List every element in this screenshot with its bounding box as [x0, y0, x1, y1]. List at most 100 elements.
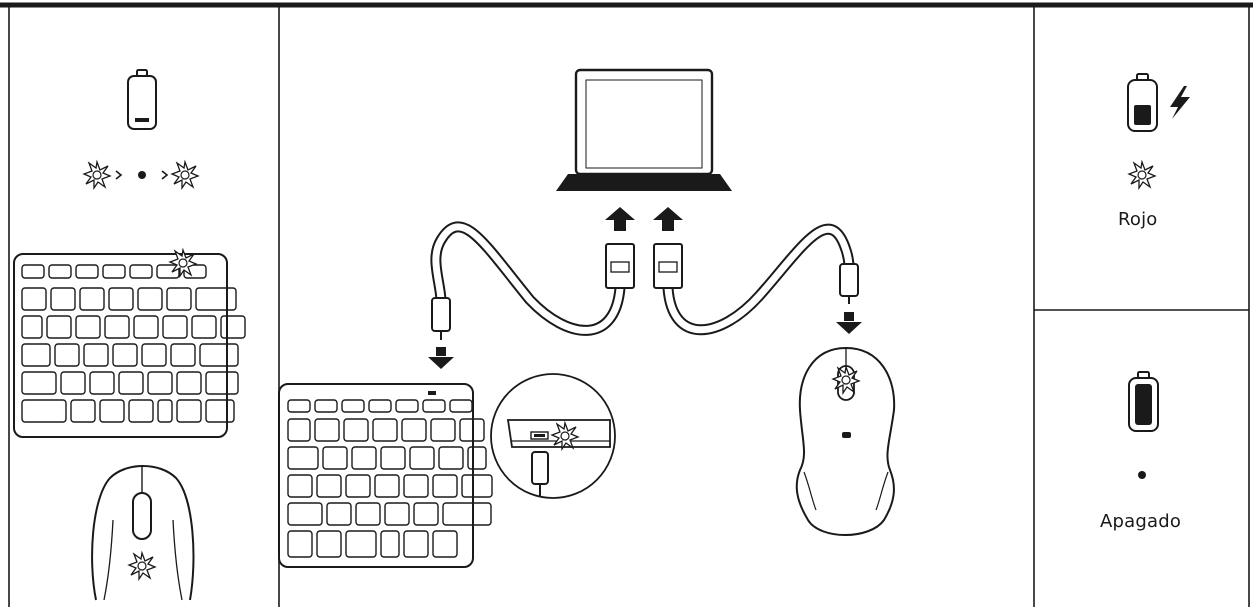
key [345, 530, 377, 558]
upload-arrow-icon [605, 207, 683, 231]
key [104, 315, 130, 339]
key [137, 287, 163, 311]
key [170, 343, 196, 367]
key [374, 474, 400, 498]
lightning-icon [1170, 86, 1190, 119]
key [322, 446, 348, 470]
led-status-label-off: Apagado [1100, 511, 1182, 532]
key [21, 399, 67, 423]
key [141, 343, 167, 367]
key [54, 343, 80, 367]
key [129, 264, 153, 279]
key [128, 399, 154, 423]
key [46, 315, 72, 339]
key [413, 502, 439, 526]
key [403, 474, 429, 498]
key [60, 371, 86, 395]
key [191, 315, 217, 339]
key [21, 315, 43, 339]
key [326, 502, 352, 526]
battery-low-icon [1127, 73, 1158, 132]
key [176, 371, 202, 395]
key [75, 264, 99, 279]
key [430, 418, 456, 442]
key [287, 530, 313, 558]
mouse-icon [91, 465, 195, 601]
key [287, 502, 323, 526]
zoom-inset-icon [490, 373, 616, 499]
key [156, 264, 180, 279]
key [112, 343, 138, 367]
key [220, 315, 246, 339]
key [108, 287, 134, 311]
led-glow-icon [1128, 161, 1156, 189]
key [205, 399, 235, 423]
key [449, 399, 473, 413]
key [70, 399, 96, 423]
led-blink-sequence-icon [83, 161, 199, 189]
key [199, 343, 239, 367]
key [384, 502, 410, 526]
key [50, 287, 76, 311]
key [355, 502, 381, 526]
key [79, 287, 105, 311]
key [314, 418, 340, 442]
key [380, 530, 400, 558]
key [438, 446, 464, 470]
key [422, 399, 446, 413]
key [459, 418, 485, 442]
key [21, 264, 45, 279]
keyboard-icon [278, 383, 493, 568]
key [314, 399, 338, 413]
key [157, 399, 173, 423]
key [21, 287, 47, 311]
key [287, 446, 319, 470]
key [316, 474, 342, 498]
key [287, 474, 313, 498]
led-off-dot-icon [1138, 471, 1146, 479]
key [351, 446, 377, 470]
key [368, 399, 392, 413]
keyboard-icon [13, 249, 246, 438]
key [343, 418, 369, 442]
key [147, 371, 173, 395]
key [316, 530, 342, 558]
key [205, 371, 239, 395]
key [432, 530, 458, 558]
key [409, 446, 435, 470]
key [75, 315, 101, 339]
key [83, 343, 109, 367]
key [345, 474, 371, 498]
key [461, 474, 493, 498]
key [287, 418, 311, 442]
key [21, 371, 57, 395]
battery-full-icon [1128, 371, 1159, 432]
key [287, 399, 311, 413]
key [442, 502, 492, 526]
key [162, 315, 188, 339]
key [89, 371, 115, 395]
key [372, 418, 398, 442]
key [99, 399, 125, 423]
key [432, 474, 458, 498]
battery-low-icon [127, 69, 157, 130]
key [380, 446, 406, 470]
usb-cable-icon [430, 221, 859, 340]
key [48, 264, 72, 279]
key [176, 399, 202, 423]
down-arrow-icon [428, 312, 862, 369]
key [118, 371, 144, 395]
key [395, 399, 419, 413]
key [166, 287, 192, 311]
key [133, 315, 159, 339]
key [102, 264, 126, 279]
laptop-icon [556, 68, 732, 191]
key [467, 446, 487, 470]
key [21, 343, 51, 367]
key [195, 287, 237, 311]
key [403, 530, 429, 558]
mouse-icon [795, 346, 896, 536]
